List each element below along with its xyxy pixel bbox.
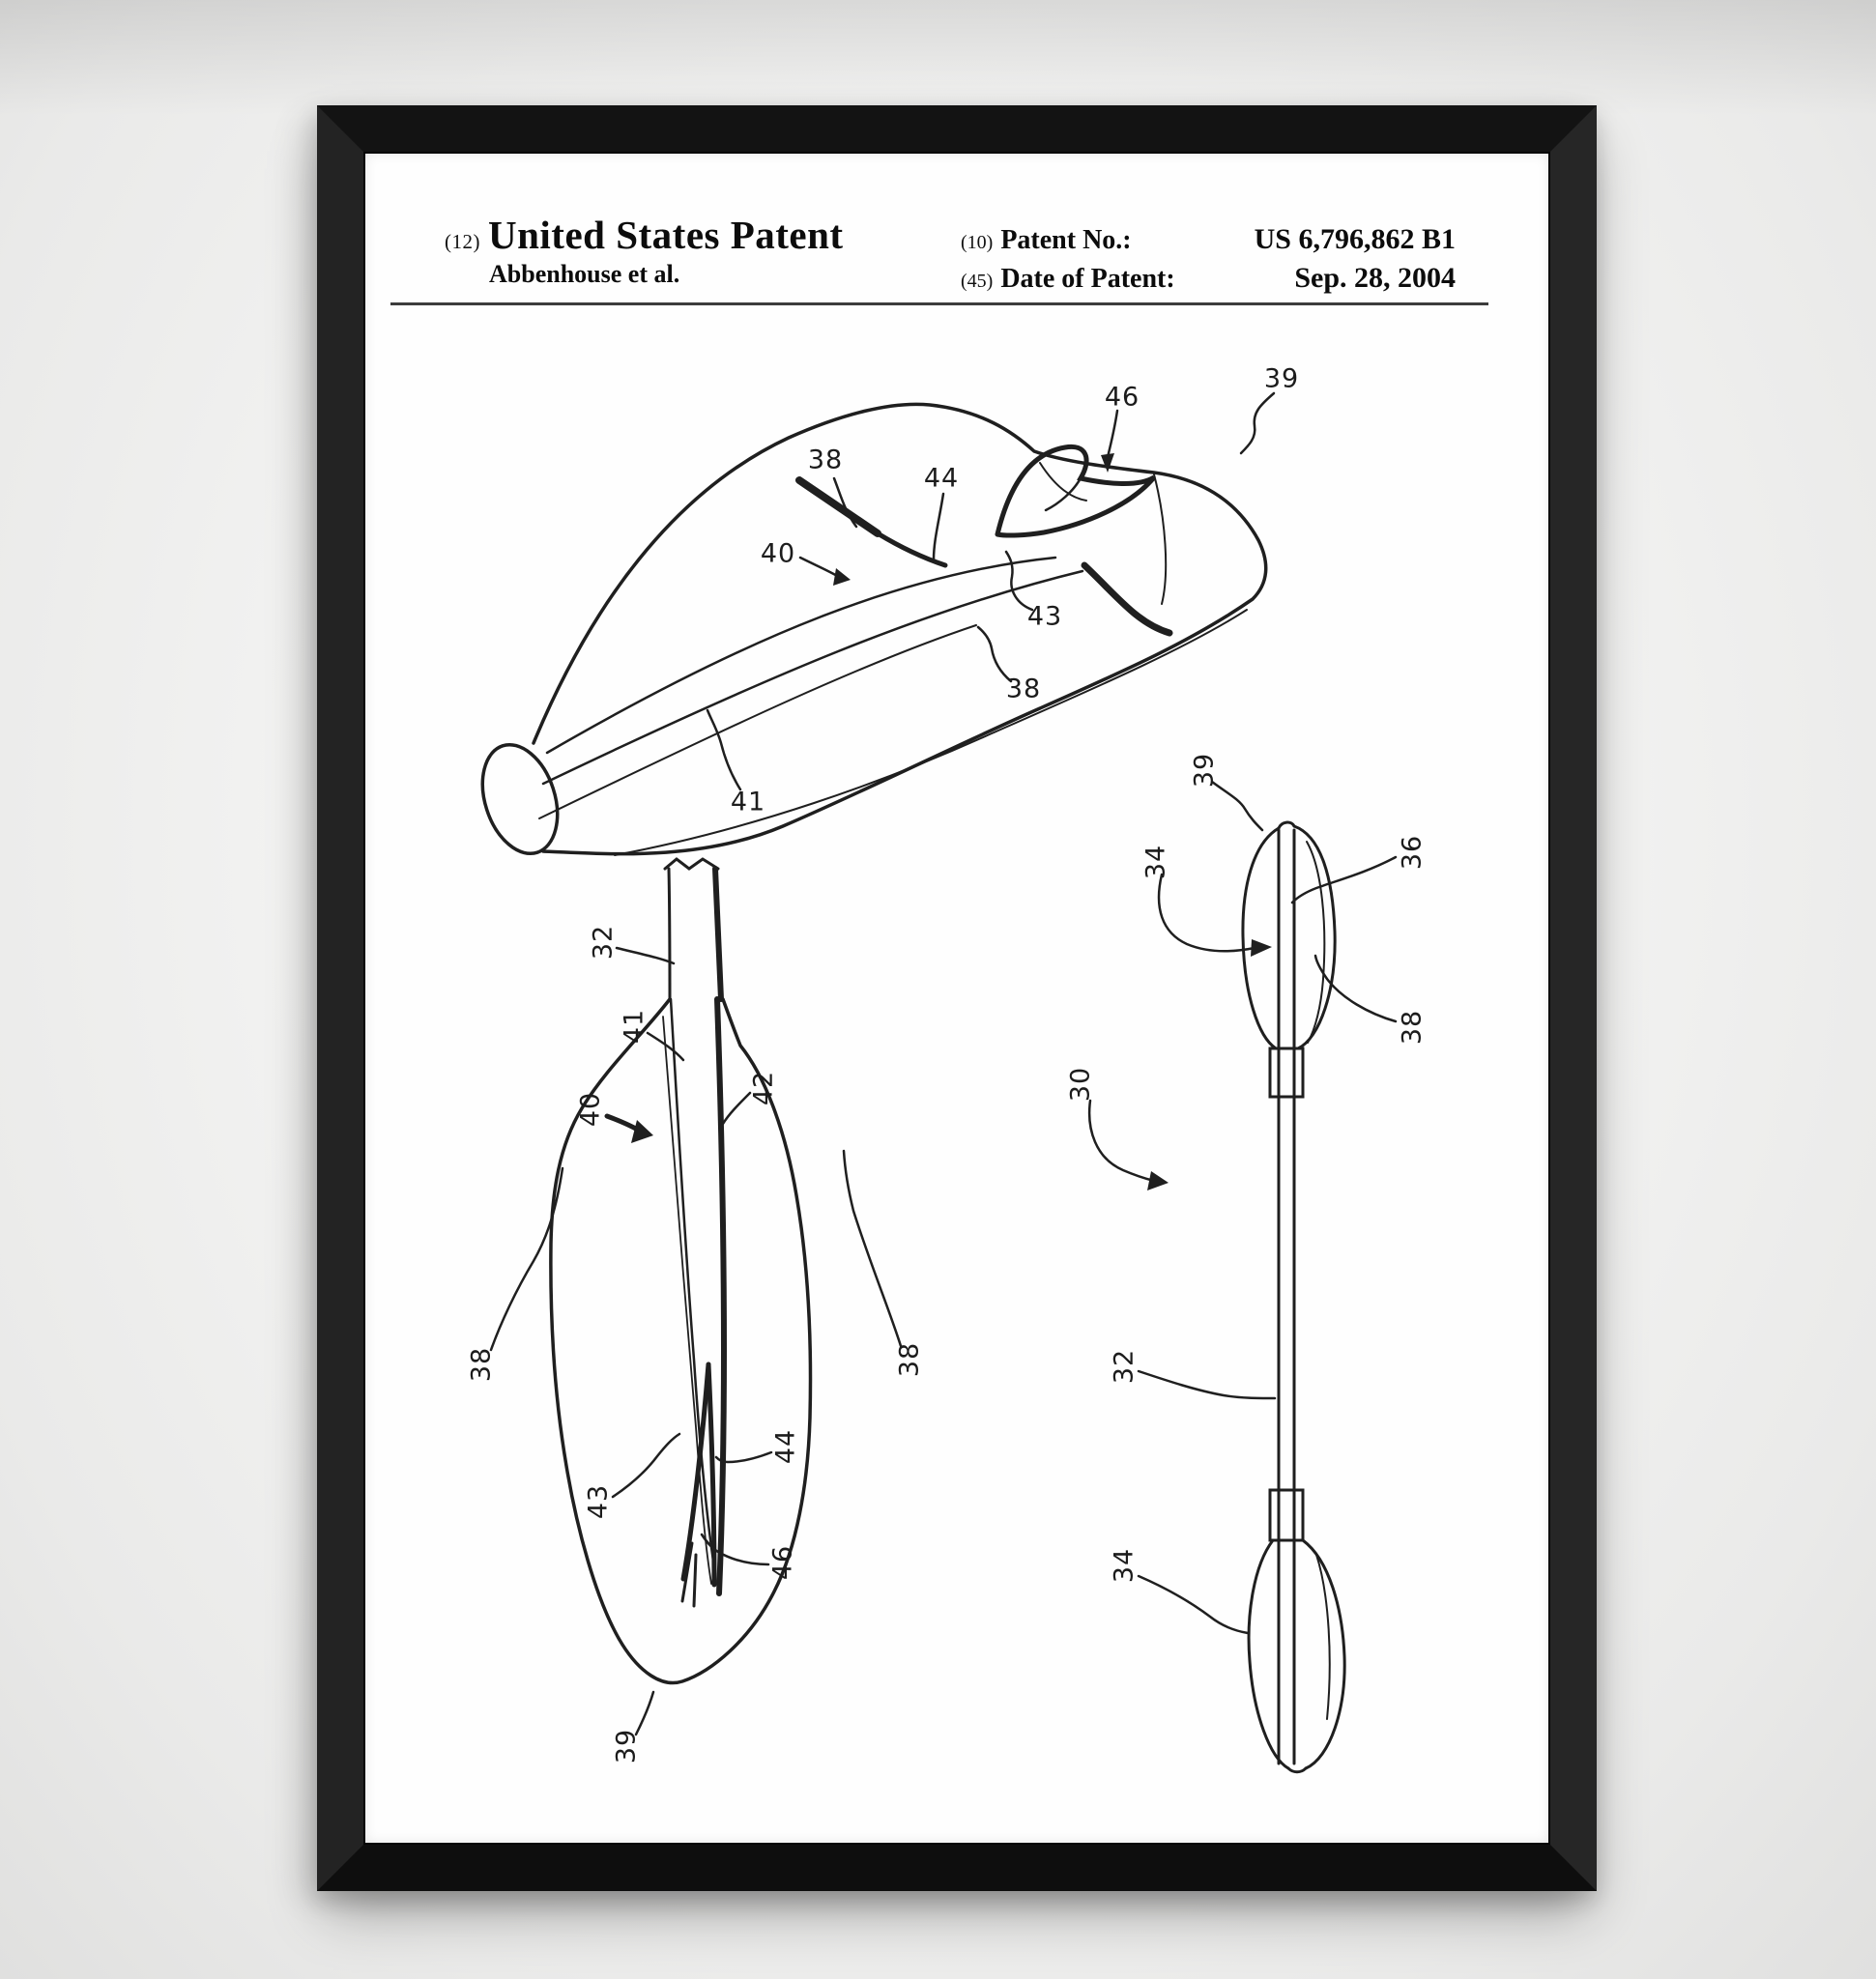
header-divider-rule [390,302,1488,305]
blade-outline [549,997,813,1685]
ref-label-32: 32 [588,924,619,961]
ref-label-38: 38 [1397,1009,1428,1046]
ref-label-43: 43 [1026,601,1063,632]
top-blade-left-edge [1241,826,1281,1050]
patent-page: (12) United States Patent Abbenhouse et a… [363,152,1550,1845]
ref-label-40: 40 [760,538,796,569]
ferrule-bottom [1268,1488,1305,1542]
patent-inventor: Abbenhouse et al. [489,260,680,288]
arrowhead-46 [1101,453,1114,473]
leader-lines [706,391,1276,791]
patent-date-value: Sep. 28, 2004 [1294,262,1456,294]
figure-full-paddle [1087,780,1398,1774]
leader-lines [489,946,903,1736]
ref-label-46: 46 [1104,382,1140,413]
patent-code-12: (12) [445,230,480,253]
arrowhead-34 [1251,939,1272,957]
ref-label-41: 41 [619,1008,649,1045]
ref-label-42: 42 [748,1070,779,1106]
patent-date-label: Date of Patent: [1000,264,1175,294]
patent-code-45: (45) [961,271,994,292]
ref-label-40: 40 [575,1091,606,1128]
shaft-butt [480,742,560,856]
patent-number-value: US 6,796,862 B1 [1254,223,1456,255]
ref-label-43: 43 [583,1483,614,1520]
ref-label-39: 39 [1189,752,1220,789]
ref-label-41: 41 [730,787,766,817]
ref-label-39: 39 [1263,363,1300,394]
ferrule-top [1268,1047,1305,1099]
picture-frame: (12) United States Patent Abbenhouse et a… [317,105,1597,1891]
figure-blade-perspective [480,391,1276,856]
ref-label-38: 38 [807,445,844,475]
wall-shadow [0,0,1876,116]
patent-number-label: Patent No.: [1000,225,1132,255]
arrowhead-40 [631,1120,653,1143]
arrowhead-40 [833,568,851,586]
patent-number-row: (10) Patent No.: US 6,796,862 B1 [961,223,1456,256]
ref-label-46: 46 [767,1544,798,1581]
ref-label-30: 30 [1065,1066,1096,1103]
top-blade-right-edge [1292,824,1337,1050]
patent-code-10: (10) [961,232,994,253]
patent-title: United States Patent [488,213,844,257]
figure-blade-face [489,857,903,1736]
patent-header-left: (12) United States Patent Abbenhouse et a… [445,212,844,289]
ref-label-38: 38 [1005,674,1042,704]
patent-header-right: (10) Patent No.: US 6,796,862 B1 (45) Da… [961,223,1456,301]
shaft-break [663,857,720,871]
ref-label-38: 38 [466,1346,497,1383]
ref-label-44: 44 [923,463,960,494]
ref-label-44: 44 [770,1428,801,1465]
arrowhead-30 [1147,1171,1169,1190]
ref-label-34: 34 [1109,1547,1140,1584]
ref-label-39: 39 [611,1728,642,1764]
ref-label-34: 34 [1140,844,1171,880]
bottom-blade-right-edge [1301,1538,1346,1770]
patent-drawings [480,391,1398,1774]
patent-date-row: (45) Date of Patent: Sep. 28, 2004 [961,262,1456,295]
ref-label-38: 38 [894,1341,925,1378]
ref-label-32: 32 [1109,1348,1140,1385]
leader-lines [1087,780,1398,1635]
blade-outline [532,402,1268,856]
blade-spine [714,996,728,1596]
patent-title-line: (12) United States Patent [445,212,844,258]
bottom-blade-left-edge [1247,1538,1290,1770]
spine-tongue [995,444,1156,538]
ref-label-36: 36 [1397,834,1428,871]
